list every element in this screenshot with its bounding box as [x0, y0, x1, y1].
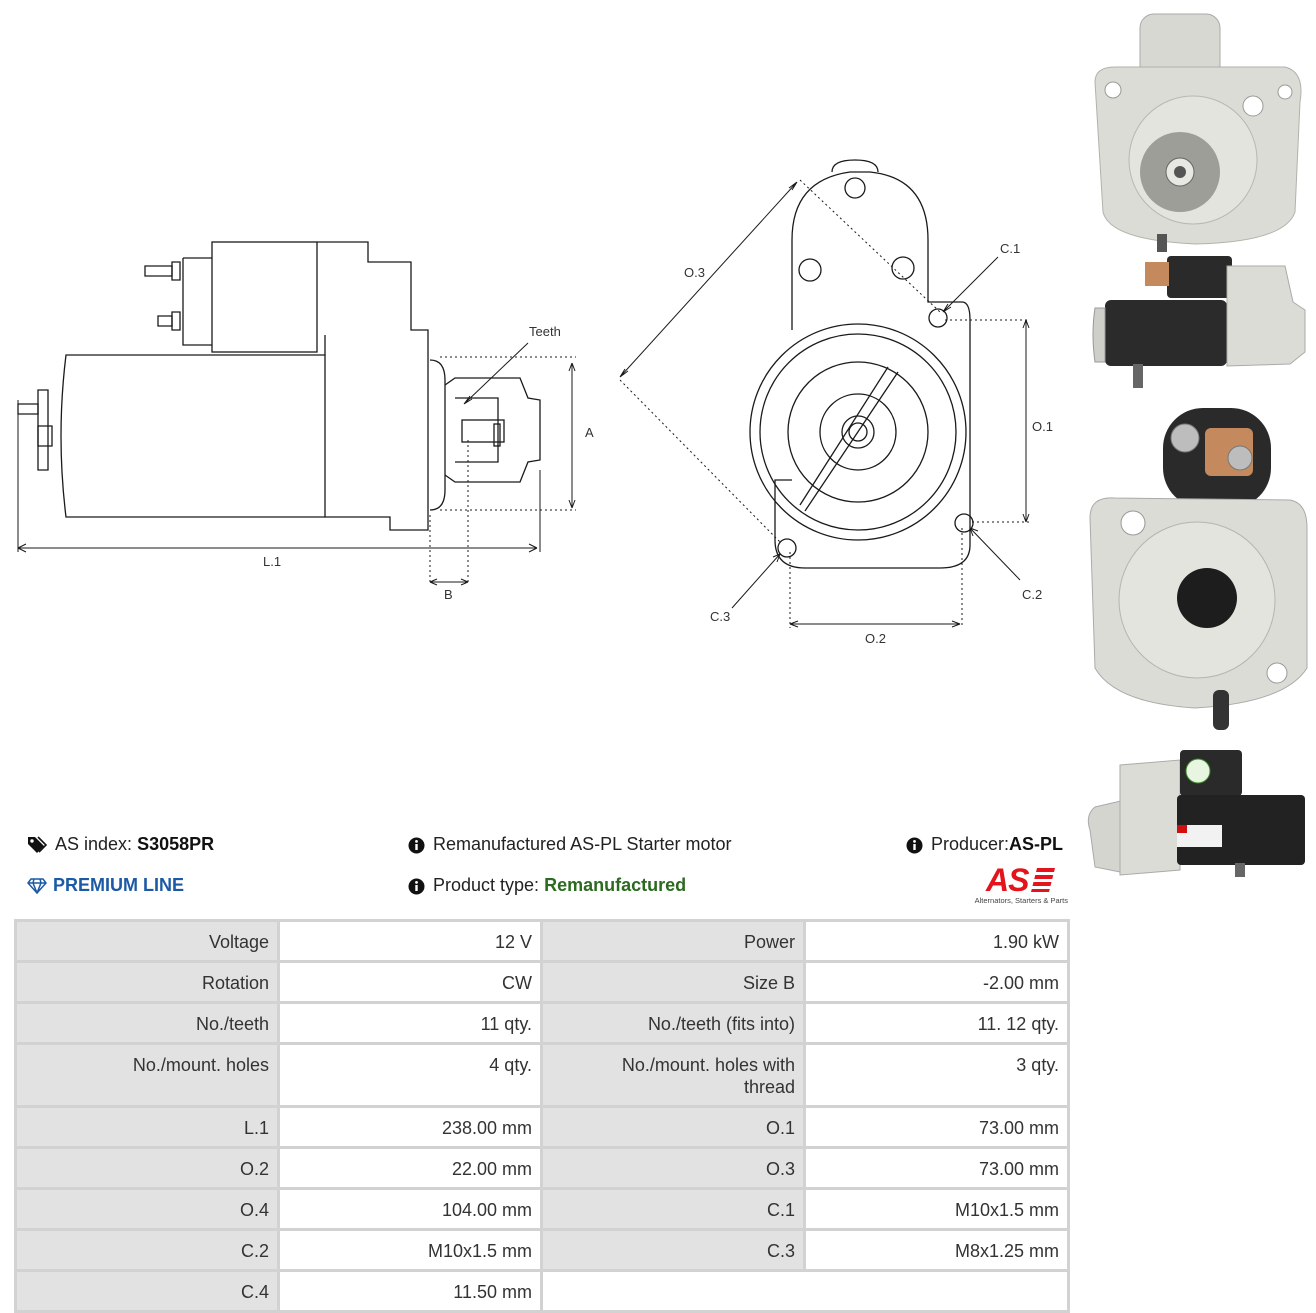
product-type-label: Product type: — [433, 875, 540, 895]
table-row: C.4 11.50 mm — [14, 1269, 1070, 1313]
spec-value: 11.50 mm — [277, 1269, 543, 1313]
spec-value: 73.00 mm — [803, 1105, 1070, 1149]
description-row: Remanufactured AS-PL Starter motor — [408, 833, 731, 855]
spec-label: No./mount. holes — [14, 1042, 280, 1108]
spec-label: C.1 — [540, 1187, 806, 1231]
info-icon — [408, 837, 425, 854]
spec-label: C.4 — [14, 1269, 280, 1313]
product-type-value: Remanufactured — [544, 875, 687, 895]
spec-value: M10x1.5 mm — [277, 1228, 543, 1272]
table-row: No./mount. holes 4 qty. No./mount. holes… — [14, 1042, 1070, 1108]
spec-label: Voltage — [14, 919, 280, 963]
label-o2: O.2 — [865, 631, 886, 646]
spec-label: C.2 — [14, 1228, 280, 1272]
spec-value: 22.00 mm — [277, 1146, 543, 1190]
spec-label: O.1 — [540, 1105, 806, 1149]
spec-value: M10x1.5 mm — [803, 1187, 1070, 1231]
side-view-motor-body — [60, 354, 326, 518]
label-o3: O.3 — [684, 265, 705, 280]
label-teeth: Teeth — [529, 324, 561, 339]
producer-value: AS-PL — [1009, 834, 1064, 854]
spec-label: O.4 — [14, 1187, 280, 1231]
table-row: L.1 238.00 mm O.1 73.00 mm — [14, 1105, 1070, 1149]
spec-value: CW — [277, 960, 543, 1004]
info-icon — [408, 878, 425, 895]
spec-empty — [540, 1269, 1070, 1313]
spec-value: 3 qty. — [803, 1042, 1070, 1108]
spec-value: 4 qty. — [277, 1042, 543, 1108]
spec-label: L.1 — [14, 1105, 280, 1149]
diamond-icon — [27, 878, 47, 895]
table-row: O.4 104.00 mm C.1 M10x1.5 mm — [14, 1187, 1070, 1231]
spec-value: 73.00 mm — [803, 1146, 1070, 1190]
producer-label: Producer: — [931, 834, 1010, 854]
side-view-solenoid — [211, 241, 318, 353]
as-pl-logo: AS Alternators, Starters & Parts — [966, 864, 1068, 908]
table-row: Voltage 12 V Power 1.90 kW — [14, 919, 1070, 963]
label-o1: O.1 — [1032, 419, 1053, 434]
spec-value: 238.00 mm — [277, 1105, 543, 1149]
product-description: Remanufactured AS-PL Starter motor — [433, 834, 732, 854]
spec-value: -2.00 mm — [803, 960, 1070, 1004]
spec-value: 11. 12 qty. — [803, 1001, 1070, 1045]
spec-value: 11 qty. — [277, 1001, 543, 1045]
spec-value: 1.90 kW — [803, 919, 1070, 963]
spec-label: C.3 — [540, 1228, 806, 1272]
tags-icon — [28, 836, 47, 854]
spec-value: M8x1.25 mm — [803, 1228, 1070, 1272]
product-photo-side — [1092, 256, 1306, 388]
logo-stripes — [1031, 868, 1055, 892]
premium-line-label: PREMIUM LINE — [53, 875, 185, 895]
label-c1: C.1 — [1000, 241, 1020, 256]
spec-label: Size B — [540, 960, 806, 1004]
label-b: B — [444, 587, 453, 602]
table-row: O.2 22.00 mm O.3 73.00 mm — [14, 1146, 1070, 1190]
technical-drawing: Teeth A B L.1 O.1 O.2 O.3 C.1 C.2 C.3 — [17, 159, 1053, 646]
spec-value: 104.00 mm — [277, 1187, 543, 1231]
producer-row: Producer:AS-PL — [906, 833, 1063, 855]
logo-mark: AS — [986, 862, 1029, 898]
spec-label: O.2 — [14, 1146, 280, 1190]
product-type-row: Product type: Remanufactured — [408, 874, 686, 896]
product-photo-rear — [1089, 408, 1308, 730]
specs-table: Voltage 12 V Power 1.90 kW Rotation CW S… — [14, 919, 1070, 1313]
label-c3: C.3 — [710, 609, 730, 624]
label-a: A — [585, 425, 594, 440]
label-c2: C.2 — [1022, 587, 1042, 602]
as-index-row: AS index: S3058PR — [27, 833, 214, 855]
spec-value: 12 V — [277, 919, 543, 963]
spec-label: Rotation — [14, 960, 280, 1004]
as-index-value: S3058PR — [137, 834, 215, 854]
logo-tagline: Alternators, Starters & Parts — [974, 896, 1068, 905]
spec-label: No./teeth — [14, 1001, 280, 1045]
label-l1: L.1 — [263, 554, 281, 569]
as-index-label: AS index: — [55, 834, 133, 854]
spec-label: No./mount. holes with thread — [540, 1042, 806, 1108]
table-row: C.2 M10x1.5 mm C.3 M8x1.25 mm — [14, 1228, 1070, 1272]
table-row: No./teeth 11 qty. No./teeth (fits into) … — [14, 1001, 1070, 1045]
premium-line-row: PREMIUM LINE — [27, 874, 184, 896]
spec-label: No./teeth (fits into) — [540, 1001, 806, 1045]
product-photo-label-side — [1087, 750, 1305, 877]
spec-label: O.3 — [540, 1146, 806, 1190]
info-icon — [906, 837, 923, 854]
product-photo-front — [1094, 13, 1302, 252]
spec-label: Power — [540, 919, 806, 963]
table-row: Rotation CW Size B -2.00 mm — [14, 960, 1070, 1004]
